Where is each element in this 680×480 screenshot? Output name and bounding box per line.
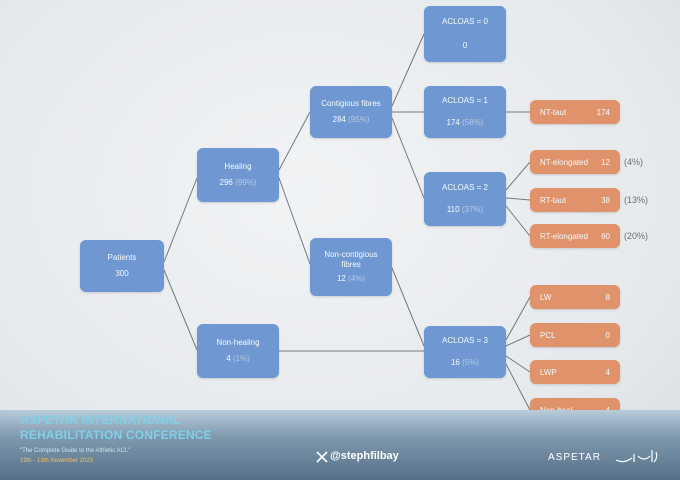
node-contiguous-value-row: 284 (95%): [333, 115, 370, 125]
outcome-rt-elongated-pct: (20%): [624, 231, 649, 241]
conference-title-line1: ASPETAR INTERNATIONAL: [20, 413, 182, 427]
node-acloas3-value-row: 16 (5%): [451, 358, 479, 368]
edge-acloas3-lwp: [505, 355, 531, 373]
node-contiguous-pct: (95%): [348, 115, 370, 124]
outcome-nt-elongated-label: NT-elongated: [540, 157, 589, 167]
node-acloas1: ACLOAS = 1 174 (58%): [424, 86, 506, 138]
outcome-pcl: PCL 0: [530, 323, 620, 347]
edge-patients-healing: [163, 177, 198, 263]
node-acloas2-value: 110: [446, 205, 460, 214]
node-healing: Healing 296 (99%): [197, 148, 279, 202]
node-noncontiguous-value: 12: [336, 274, 346, 283]
node-acloas0-value: 0: [462, 41, 468, 50]
node-nonhealing: Non-healing 4 (1%): [197, 324, 279, 378]
x-logo-icon: [316, 451, 328, 463]
outcome-lwp-value: 4: [605, 367, 610, 377]
edge-acloas2-ntelong: [505, 161, 531, 191]
outcome-rt-taut: RT-taut 38: [530, 188, 620, 212]
outcome-nt-taut-label: NT-taut: [540, 107, 567, 117]
node-acloas2: ACLOAS = 2 110 (37%): [424, 172, 506, 226]
node-acloas2-pct: (37%): [461, 205, 484, 214]
node-acloas2-value-row: 110 (37%): [447, 205, 483, 215]
node-nonhealing-value-row: 4 (1%): [226, 354, 250, 364]
node-acloas1-pct: (58%): [462, 118, 484, 127]
node-patients-value: 300: [115, 269, 129, 278]
node-nonhealing-pct: (1%): [232, 354, 250, 363]
edge-contiguous-acloas2: [391, 117, 425, 199]
conference-footer-banner: [0, 410, 680, 480]
node-noncontiguous-value-row: 12 (4%): [337, 274, 365, 284]
node-healing-value-row: 296 (99%): [220, 178, 257, 188]
outcome-pcl-value: 0: [605, 330, 610, 340]
outcome-pcl-label: PCL: [540, 330, 556, 340]
node-acloas3-pct: (5%): [462, 358, 480, 367]
node-noncontiguous-label: Non-contigious fibres: [324, 250, 378, 269]
aspetar-logo-icon: [615, 450, 658, 463]
conference-title-line2: REHABILITATION CONFERENCE: [20, 428, 212, 442]
node-acloas3-value: 16: [450, 358, 460, 367]
node-contiguous: Contigious fibres 284 (95%): [310, 86, 392, 138]
edge-acloas2-rtelong: [505, 205, 531, 237]
outcome-lw-value: 8: [605, 292, 610, 302]
edge-acloas2-rttaut: [505, 197, 531, 201]
conference-dates: 19th - 13th November 2023: [20, 458, 94, 464]
outcome-nt-taut: NT-taut 174: [530, 100, 620, 124]
node-acloas1-label: ACLOAS = 1: [441, 96, 489, 105]
aspetar-brand-text: ASPETAR: [548, 452, 601, 463]
edge-acloas3-lw: [505, 296, 531, 341]
node-acloas0: ACLOAS = 0 0: [424, 6, 506, 62]
node-acloas1-value-row: 174 (58%): [447, 118, 484, 128]
outcome-rt-elongated-value: 60: [601, 231, 610, 241]
node-noncontiguous: Non-contigious fibres 12 (4%): [310, 238, 392, 296]
node-nonhealing-label: Non-healing: [216, 338, 260, 347]
edge-contiguous-acloas0: [391, 33, 425, 107]
node-acloas1-value: 174: [446, 118, 460, 127]
outcome-lwp-label: LWP: [540, 367, 557, 377]
outcome-rt-elongated-label: RT-elongated: [540, 231, 588, 241]
edge-healing-noncontiguous: [278, 177, 311, 265]
node-patients: Patients 300: [80, 240, 164, 292]
node-noncontiguous-pct: (4%): [348, 274, 366, 283]
social-handle: @stephfilbay: [330, 450, 399, 462]
outcome-rt-elongated: RT-elongated 60: [530, 224, 620, 248]
outcome-nt-taut-value: 174: [596, 107, 610, 117]
outcome-nt-elongated: NT-elongated 12: [530, 150, 620, 174]
node-healing-value: 296: [219, 178, 233, 187]
node-acloas0-label: ACLOAS = 0: [441, 17, 489, 26]
edge-patients-nonhealing: [163, 269, 198, 351]
edge-healing-contiguous: [278, 111, 311, 171]
outcome-lw: LW 8: [530, 285, 620, 309]
node-healing-label: Healing: [224, 162, 252, 171]
outcome-rt-taut-pct: (13%): [624, 195, 649, 205]
node-contiguous-value: 284: [332, 115, 346, 124]
node-nonhealing-value: 4: [226, 354, 231, 363]
outcome-nt-elongated-pct: (4%): [624, 157, 644, 167]
node-healing-pct: (99%): [235, 178, 257, 187]
outcome-rt-taut-label: RT-taut: [540, 195, 567, 205]
node-acloas3-label: ACLOAS = 3: [441, 336, 489, 345]
node-acloas2-label: ACLOAS = 2: [441, 183, 489, 192]
outcome-nt-elongated-value: 12: [601, 157, 610, 167]
node-acloas3: ACLOAS = 3 16 (5%): [424, 326, 506, 378]
conference-tagline: "The Complete Guide to the Athletic ACL": [20, 448, 131, 454]
edge-acloas3-nonheal: [505, 363, 531, 411]
outcome-rt-taut-value: 38: [601, 195, 610, 205]
edge-noncontiguous-acloas3: [391, 267, 425, 347]
edge-acloas3-pcl: [505, 334, 531, 347]
node-patients-label: Patients: [107, 253, 137, 262]
outcome-lwp: LWP 4: [530, 360, 620, 384]
outcome-lw-label: LW: [540, 292, 552, 302]
node-contiguous-label: Contigious fibres: [321, 99, 381, 108]
